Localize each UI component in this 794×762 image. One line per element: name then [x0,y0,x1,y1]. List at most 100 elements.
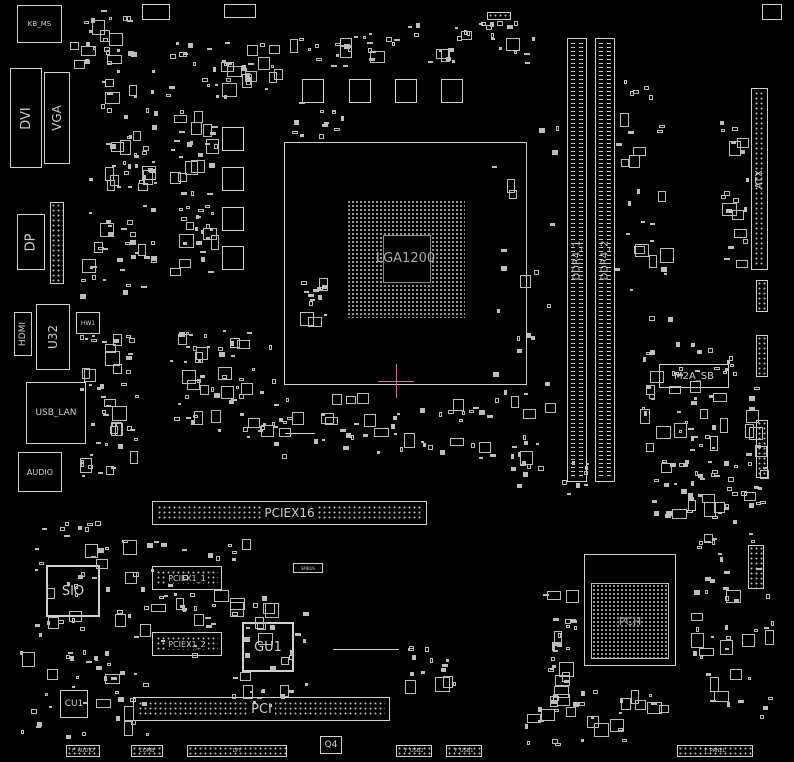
smd-component [694,590,700,595]
smd-component [584,471,588,475]
dp-connector[interactable]: DP [17,214,45,270]
smd-component [554,686,569,698]
smd-component [733,372,737,376]
lpt-label: LPT [232,748,242,754]
smd-component [60,527,65,531]
smd-component [400,447,403,452]
smd-component [85,59,89,63]
smd-component [721,129,725,132]
smbus-header[interactable]: SMBUS [293,563,323,573]
smd-component [409,646,414,651]
smd-component [346,396,356,404]
right-header[interactable] [748,545,764,589]
right-header[interactable] [756,280,768,312]
smd-component [520,275,531,288]
smd-component [736,260,748,268]
smd-component [245,653,250,658]
smd-component [142,166,156,180]
smd-component [219,352,225,357]
smd-component [70,656,74,661]
smd-component [647,702,662,714]
pciex1-2-slot[interactable]: PCIEX1_2 [152,632,222,656]
smd-component [630,91,634,96]
dp-side-connector[interactable] [50,202,64,284]
smd-component [573,702,579,707]
smd-component [242,74,252,88]
smd-component [490,454,496,457]
smd-component [709,395,713,398]
cpu-socket[interactable]: LGA1200 [284,142,527,385]
smd-component [270,666,276,671]
smd-component [524,53,530,55]
q4-part[interactable]: Q4 [320,736,342,754]
smd-component [93,47,96,50]
smd-component [112,406,127,421]
ddr4-slot-1[interactable]: DDR4_1 [567,38,587,482]
smd-component [562,480,567,485]
atx-connector[interactable]: ATX [751,88,768,270]
vga-connector[interactable]: VGA [44,72,70,164]
com-header[interactable]: COMB [131,745,163,757]
smd-component [253,701,256,703]
kb-ms-connector[interactable]: KB_MS [17,5,62,43]
smd-component [36,726,41,728]
smd-component [168,584,173,587]
smd-component [111,467,116,469]
cu1-chip[interactable]: CU1 [60,690,88,718]
f-panel-header[interactable]: F_PANEL [677,745,753,757]
smd-component [105,651,109,656]
u32-chip[interactable]: U32 [36,304,70,370]
hdmi-connector[interactable]: HDMI [14,312,32,356]
smd-component [274,69,283,80]
smd-component [412,655,416,660]
smd-component [229,400,234,404]
right-header[interactable] [756,420,768,478]
smd-component [698,494,703,497]
smd-component [82,475,85,477]
smd-component [127,136,131,139]
hw1-label: HW1 [80,319,96,327]
top-header [762,4,782,20]
smd-component [211,235,219,250]
pciex16-slot[interactable]: PCIEX16 [152,501,427,525]
smd-component [120,140,131,155]
smd-component [164,595,168,597]
f-audio-header[interactable]: F_AUDIO [66,745,100,757]
smd-component [126,370,131,374]
audio-connector[interactable]: AUDIO [18,452,62,492]
smd-component [237,340,250,349]
pch-chip-outline[interactable]: PCH [584,554,676,666]
smd-component [257,622,266,630]
smd-component [740,150,745,154]
f-usb2-header[interactable]: F_USB2 [396,745,432,757]
pch-label: PCH [618,614,642,628]
right-header[interactable] [756,335,768,377]
smd-component [659,705,669,713]
smd-component [397,413,400,415]
smd-component [89,212,92,214]
smd-component [756,502,761,505]
usb-lan-connector[interactable]: USB_LAN [26,382,86,444]
hw1-chip[interactable]: HW1 [76,312,100,334]
smd-component [749,427,763,440]
smd-component [179,156,183,158]
ddr4-slot-2[interactable]: DDR4_2 [595,38,615,482]
smd-component [746,178,749,182]
smd-component [566,647,570,650]
smd-component [310,299,315,301]
smd-component [428,445,433,450]
f-usb1-header[interactable]: F_USB1 [446,745,482,757]
smd-component [295,633,301,636]
smd-component [550,223,555,226]
pci-slot[interactable]: PCI [133,697,390,721]
smd-component [495,398,499,403]
smd-component [258,633,273,645]
smd-component [416,23,420,28]
smd-component [700,409,708,419]
dvi-connector[interactable]: DVI [10,68,42,168]
smd-component [705,577,711,581]
smd-component [421,671,425,674]
lpt-header[interactable]: LPT [187,745,287,757]
smd-component [105,344,116,353]
smd-component [218,367,232,380]
